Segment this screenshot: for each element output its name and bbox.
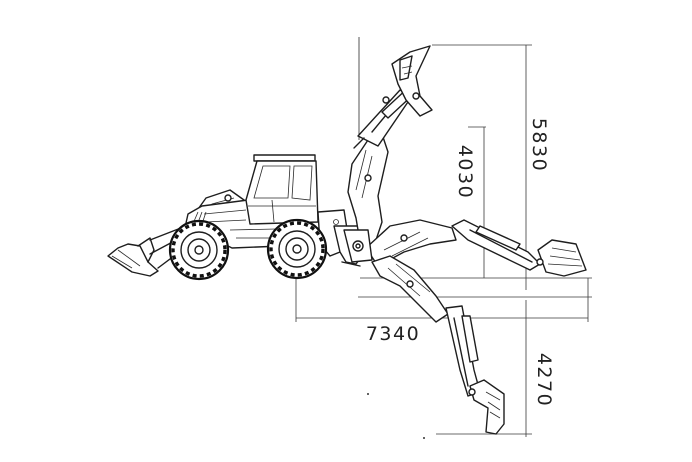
dimension-digging-depth: 4270 — [533, 353, 555, 407]
ground-mark — [367, 393, 369, 395]
dimension-horizontal-reach: 7340 — [366, 323, 420, 345]
backhoe-extended-position — [365, 219, 587, 277]
front-wheel — [168, 219, 230, 281]
dimension-labels: 5830 4030 7340 4270 — [366, 118, 555, 407]
backhoe-lowered-position — [371, 255, 505, 435]
front-loader-bucket — [107, 225, 187, 277]
cab — [245, 154, 319, 225]
ground-mark — [423, 437, 425, 439]
dimension-intermediate-height: 4030 — [454, 145, 476, 199]
dimension-max-height: 5830 — [528, 118, 550, 172]
rear-wheel — [266, 218, 328, 280]
backhoe-swing-frame — [343, 229, 373, 263]
backhoe-raised-position — [347, 45, 433, 247]
